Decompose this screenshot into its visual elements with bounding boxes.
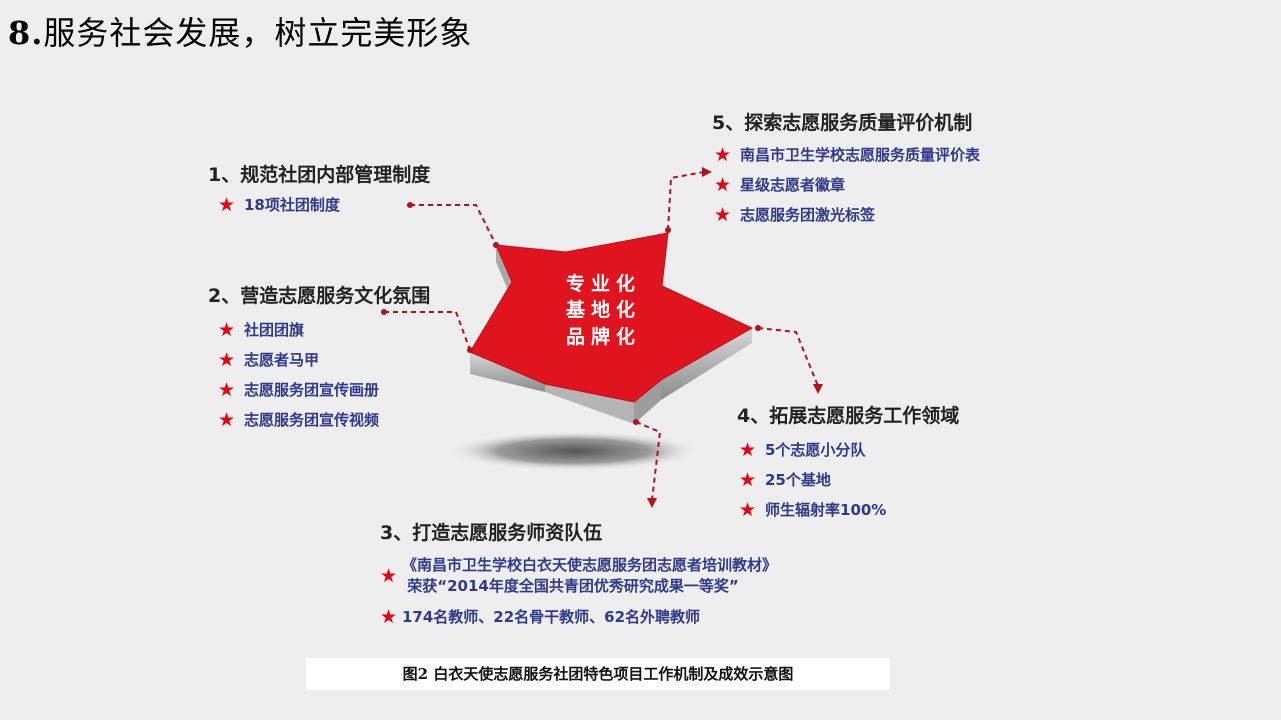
star-side bbox=[661, 328, 752, 400]
block-heading: 1、规范社团内部管理制度 bbox=[208, 164, 431, 186]
block-2: 2、营造志愿服务文化氛围 ★ 社团团旗 ★ 志愿者马甲 ★ 志愿服务团宣传画册 … bbox=[208, 281, 430, 438]
item-text: 18项社团制度 bbox=[244, 196, 340, 214]
star-icon: ★ bbox=[218, 349, 236, 371]
list-item: ★ 《南昌市卫生学校白衣天使志愿服务团志愿者培训教材》 荣获“2014年度全国共… bbox=[380, 555, 777, 597]
block-3: 3、打造志愿服务师资队伍 ★ 《南昌市卫生学校白衣天使志愿服务团志愿者培训教材》… bbox=[380, 518, 777, 635]
star-side bbox=[496, 245, 512, 300]
item-text: 志愿服务团宣传视频 bbox=[244, 411, 380, 429]
list-item: ★ 星级志愿者徽章 bbox=[714, 175, 980, 195]
item-text: 社团团旗 bbox=[244, 321, 305, 339]
center-line-1: 专业化 bbox=[566, 272, 641, 295]
connector-dot bbox=[493, 242, 499, 248]
star-icon: ★ bbox=[714, 144, 732, 166]
list-item: ★ 志愿服务团宣传画册 bbox=[218, 380, 430, 400]
item-text: 志愿服务团激光标签 bbox=[740, 206, 876, 224]
star-icon: ★ bbox=[380, 565, 398, 587]
connector-dot bbox=[467, 347, 473, 353]
item-text: 南昌市卫生学校志愿服务质量评价表 bbox=[740, 146, 981, 164]
list-item: ★ 174名教师、22名骨干教师、62名外聘教师 bbox=[380, 607, 777, 627]
block-heading: 5、探索志愿服务质量评价机制 bbox=[712, 112, 973, 134]
list-item: ★ 社团团旗 bbox=[218, 320, 430, 340]
block-heading: 4、拓展志愿服务工作领域 bbox=[737, 405, 960, 427]
star-icon: ★ bbox=[739, 469, 757, 491]
list-item: ★ 25个基地 bbox=[739, 470, 959, 490]
star-shadow bbox=[448, 431, 700, 471]
star-shape bbox=[469, 232, 754, 403]
block-5: 5、探索志愿服务质量评价机制 ★ 南昌市卫生学校志愿服务质量评价表 ★ 星级志愿… bbox=[712, 108, 980, 233]
star-icon: ★ bbox=[218, 409, 236, 431]
arrowhead bbox=[702, 167, 712, 177]
arrowhead bbox=[813, 384, 823, 394]
block-1: 1、规范社团内部管理制度 ★ 18项社团制度 bbox=[208, 160, 430, 223]
connector-dot bbox=[665, 227, 671, 233]
block-heading: 2、营造志愿服务文化氛围 bbox=[208, 285, 431, 307]
list-item: ★ 志愿服务团激光标签 bbox=[714, 205, 980, 225]
item-text: 星级志愿者徽章 bbox=[740, 176, 846, 194]
connector-2 bbox=[384, 311, 471, 351]
block-heading: 3、打造志愿服务师资队伍 bbox=[380, 522, 603, 544]
list-item: ★ 南昌市卫生学校志愿服务质量评价表 bbox=[714, 145, 980, 165]
list-item: ★ 18项社团制度 bbox=[218, 195, 430, 215]
item-text: 5个志愿小分队 bbox=[765, 441, 866, 459]
star-icon: ★ bbox=[714, 174, 732, 196]
star-icon: ★ bbox=[739, 439, 757, 461]
title-number: 8. bbox=[8, 14, 44, 52]
star-side bbox=[634, 380, 661, 424]
list-item: ★ 志愿者马甲 bbox=[218, 350, 430, 370]
connector-dot bbox=[633, 419, 639, 425]
star-side bbox=[545, 384, 634, 424]
block-4: 4、拓展志愿服务工作领域 ★ 5个志愿小分队 ★ 25个基地 ★ 师生辐射率10… bbox=[737, 401, 959, 528]
center-line-3: 品牌化 bbox=[566, 325, 641, 348]
connector-dot bbox=[755, 325, 761, 331]
star-icon: ★ bbox=[218, 379, 236, 401]
star-icon: ★ bbox=[714, 204, 732, 226]
item-text: 《南昌市卫生学校白衣天使志愿服务团志愿者培训教材》 荣获“2014年度全国共青团… bbox=[402, 556, 778, 595]
figure-caption: 图2 白衣天使志愿服务社团特色项目工作机制及成效示意图 bbox=[306, 658, 890, 690]
star-icon: ★ bbox=[218, 194, 236, 216]
connector-1 bbox=[410, 204, 497, 246]
page-title: 8.服务社会发展，树立完美形象 bbox=[8, 8, 472, 54]
item-text: 志愿者马甲 bbox=[244, 351, 320, 369]
item-text: 25个基地 bbox=[765, 471, 831, 489]
list-item: ★ 志愿服务团宣传视频 bbox=[218, 410, 430, 430]
item-text: 师生辐射率100% bbox=[765, 501, 887, 519]
star-icon: ★ bbox=[380, 606, 398, 628]
star-icon: ★ bbox=[218, 319, 236, 341]
list-item: ★ 5个志愿小分队 bbox=[739, 440, 959, 460]
item-text: 174名教师、22名骨干教师、62名外聘教师 bbox=[402, 608, 701, 626]
star-side bbox=[470, 352, 545, 392]
connector-5 bbox=[667, 171, 705, 231]
title-text: 服务社会发展，树立完美形象 bbox=[43, 14, 473, 52]
center-line-2: 基地化 bbox=[565, 298, 641, 321]
star-icon: ★ bbox=[739, 499, 757, 521]
connector-dot bbox=[407, 202, 413, 208]
connector-4 bbox=[757, 327, 819, 387]
arrowhead bbox=[647, 498, 657, 508]
list-item: ★ 师生辐射率100% bbox=[739, 500, 959, 520]
item-text: 志愿服务团宣传画册 bbox=[244, 381, 380, 399]
connector-dot bbox=[381, 309, 387, 315]
